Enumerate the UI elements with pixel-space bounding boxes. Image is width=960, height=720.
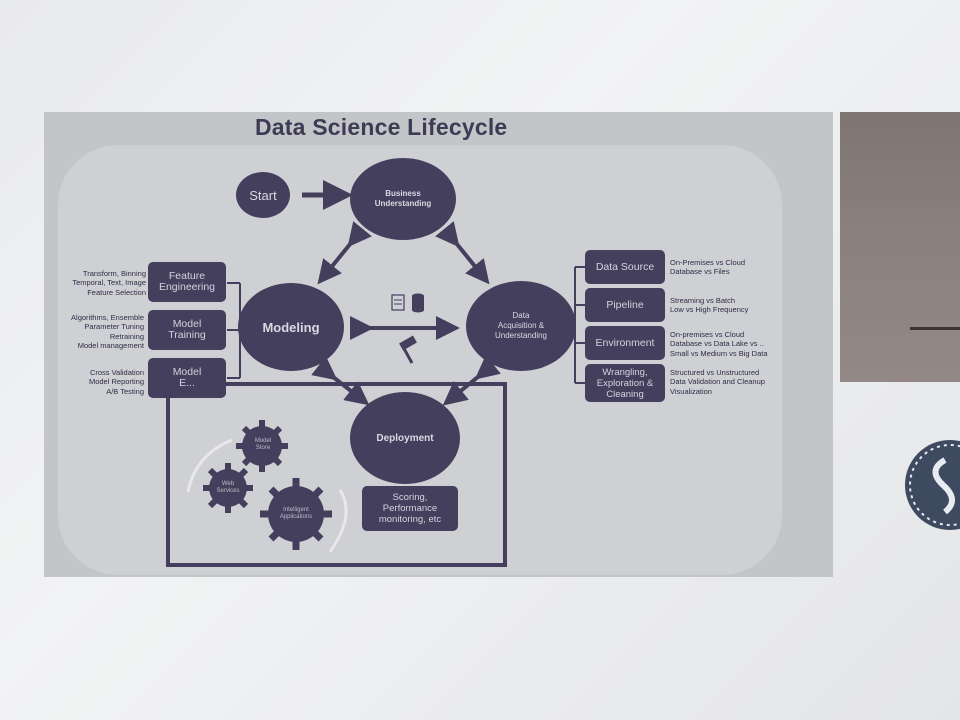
database-icon (412, 293, 424, 313)
gear-label-web-services: Web Services (216, 481, 240, 494)
video-table-edge (910, 327, 960, 330)
arrow-business-modeling (317, 221, 372, 285)
model-training-box: Model Training (148, 310, 226, 350)
start-label: Start (249, 187, 277, 203)
data-source-box: Data Source (585, 250, 665, 284)
speaker-video-feed (840, 112, 960, 382)
business-understanding-label: Business Understanding (374, 189, 432, 208)
slide-title: Data Science Lifecycle (255, 114, 508, 140)
modeling-label: Modeling (262, 319, 320, 335)
feature-engineering-note: Transform, Binning Temporal, Text, Image… (72, 269, 146, 297)
deployment-details-box: Scoring, Performance monitoring, etc (362, 486, 458, 531)
environment-box: Environment (585, 326, 665, 360)
business-understanding-node: Business Understanding (350, 158, 456, 240)
deployment-label: Deployment (376, 432, 434, 444)
pipeline-note: Streaming vs Batch Low vs High Frequency (670, 296, 749, 315)
data-acquisition-label: Data Acquisition & Understanding (494, 311, 548, 340)
telescope-icon (399, 335, 417, 364)
modeling-node: Modeling (238, 283, 344, 371)
model-evaluation-note: Cross Validation Model Reporting A/B Tes… (88, 368, 144, 396)
data-acquisition-node: Data Acquisition & Understanding (466, 281, 576, 371)
gear-label-model-store: Model Store (254, 438, 272, 451)
wrangling-box: Wrangling, Exploration & Cleaning (585, 364, 665, 402)
pipeline-box: Pipeline (585, 288, 665, 322)
gear-icon (203, 463, 253, 513)
gear-label-intelligent-applications: Intelligent Applications (279, 507, 313, 520)
deployment-frame (166, 382, 507, 567)
start-node: Start (236, 172, 290, 218)
data-source-note: On-Premises vs Cloud Database vs Files (670, 258, 746, 277)
model-evaluation-box: Model E... (148, 358, 226, 398)
feature-engineering-box: Feature Engineering (148, 262, 226, 302)
arrow-business-data (435, 221, 490, 285)
wrangling-note: Structured vs Unstructured Data Validati… (670, 368, 765, 396)
document-icon (391, 294, 405, 311)
model-training-note: Algorithms, Ensemble Parameter Tuning Re… (71, 313, 144, 351)
gear-icon (260, 478, 332, 550)
environment-note: On-premises vs Cloud Database vs Data La… (670, 330, 768, 358)
deployment-node: Deployment (350, 392, 460, 484)
gear-icon (236, 420, 288, 472)
